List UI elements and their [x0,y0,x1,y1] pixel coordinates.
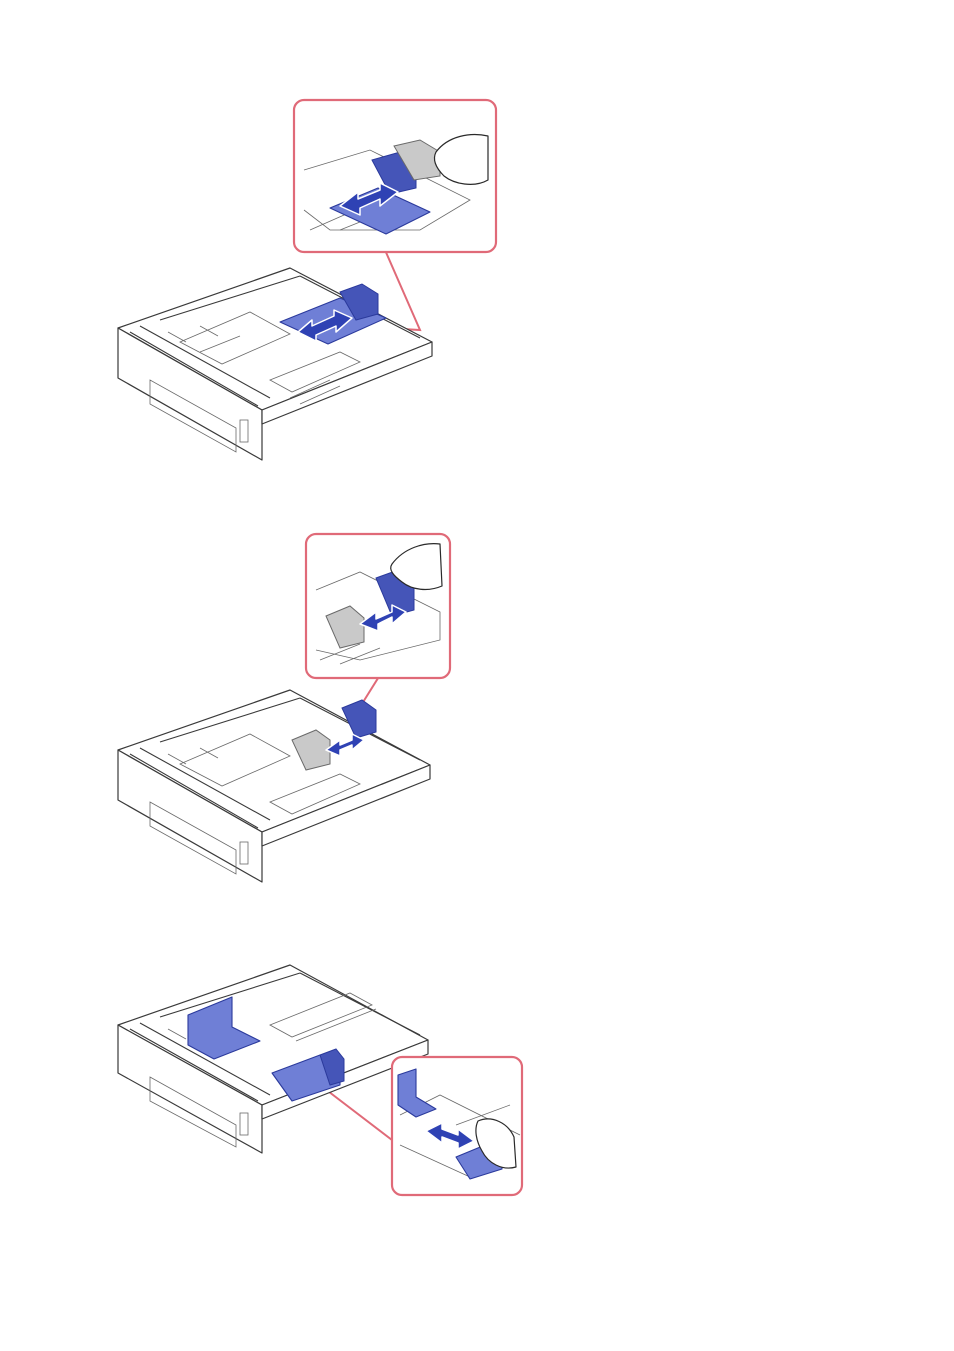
callout-detail-2 [306,534,450,678]
figure-tray-length-guide-adjust [0,520,954,900]
callout-leader [320,1085,392,1140]
figure-tray-width-guide-adjust [0,945,954,1215]
figure-tray-length-extension [0,80,954,480]
tray-illustration-1 [0,80,954,480]
tray-illustration-2 [0,520,954,900]
tray-illustration-3 [0,945,954,1215]
callout-detail-1 [294,100,496,252]
paper-tray [118,965,428,1153]
callout-leader [385,250,420,330]
callout-detail-3 [392,1057,522,1195]
paper-tray [118,690,430,882]
paper-tray [118,268,432,460]
